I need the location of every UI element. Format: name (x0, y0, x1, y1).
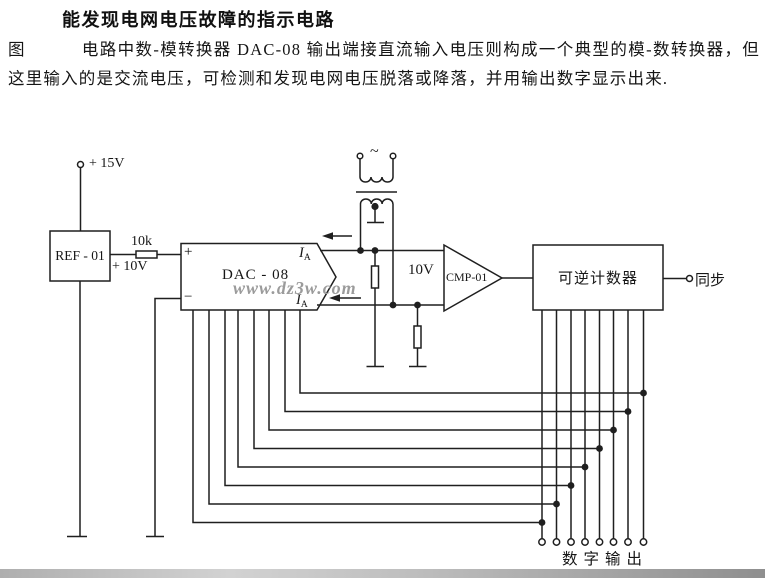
sync-label: 同步 (695, 273, 726, 289)
resistor-top (366, 250, 384, 368)
ref-output-voltage-label: + 10V (112, 259, 148, 274)
resistor-10k-label: 10k (131, 234, 152, 249)
arrowhead-top (322, 232, 333, 240)
counter-output-columns (541, 310, 645, 539)
digital-output-label: 数字输出 (562, 551, 649, 568)
dac-bit-wires (192, 310, 644, 524)
intro-paragraph: 图电路中数-模转换器 DAC-08 输出端接直流输入电压则构成一个典型的模-数转… (8, 36, 760, 93)
cmp01-label: CMP-01 (446, 270, 488, 284)
counter-label: 可逆计数器 (557, 271, 638, 287)
scan-edge-artifact (0, 569, 765, 578)
figure-label: 图 (8, 40, 26, 59)
sync-terminal (663, 274, 694, 283)
dac-minus-lead (146, 297, 181, 538)
junction-dots (357, 202, 647, 526)
supply-terminal-wire (76, 160, 85, 231)
dac08-label: DAC - 08 (222, 267, 290, 283)
dac-minus-label: − (184, 289, 193, 305)
watermark: www.dz3w.com (233, 278, 357, 298)
input-resistor-10k (110, 250, 181, 259)
current-ia-bottom-label: IA (296, 292, 308, 310)
resistor-bottom (409, 305, 427, 368)
digital-output-terminals (538, 538, 648, 546)
ref01-ground-lead (67, 281, 87, 538)
transformer (356, 152, 397, 305)
page-title: 能发现电网电压故障的指示电路 (62, 10, 335, 30)
supply-voltage-label: + 15V (89, 156, 125, 171)
comparator-voltage-label: 10V (408, 262, 434, 278)
ac-tilde-symbol: ~ (370, 143, 379, 160)
dac-plus-label: + (184, 244, 193, 260)
intro-text: 电路中数-模转换器 DAC-08 输出端接直流输入电压则构成一个典型的模-数转换… (8, 40, 761, 88)
ref01-label: REF - 01 (55, 248, 105, 263)
current-ia-top-label: IA (299, 245, 311, 263)
arrowhead-bottom (329, 294, 340, 302)
cmp01-triangle (443, 243, 504, 313)
